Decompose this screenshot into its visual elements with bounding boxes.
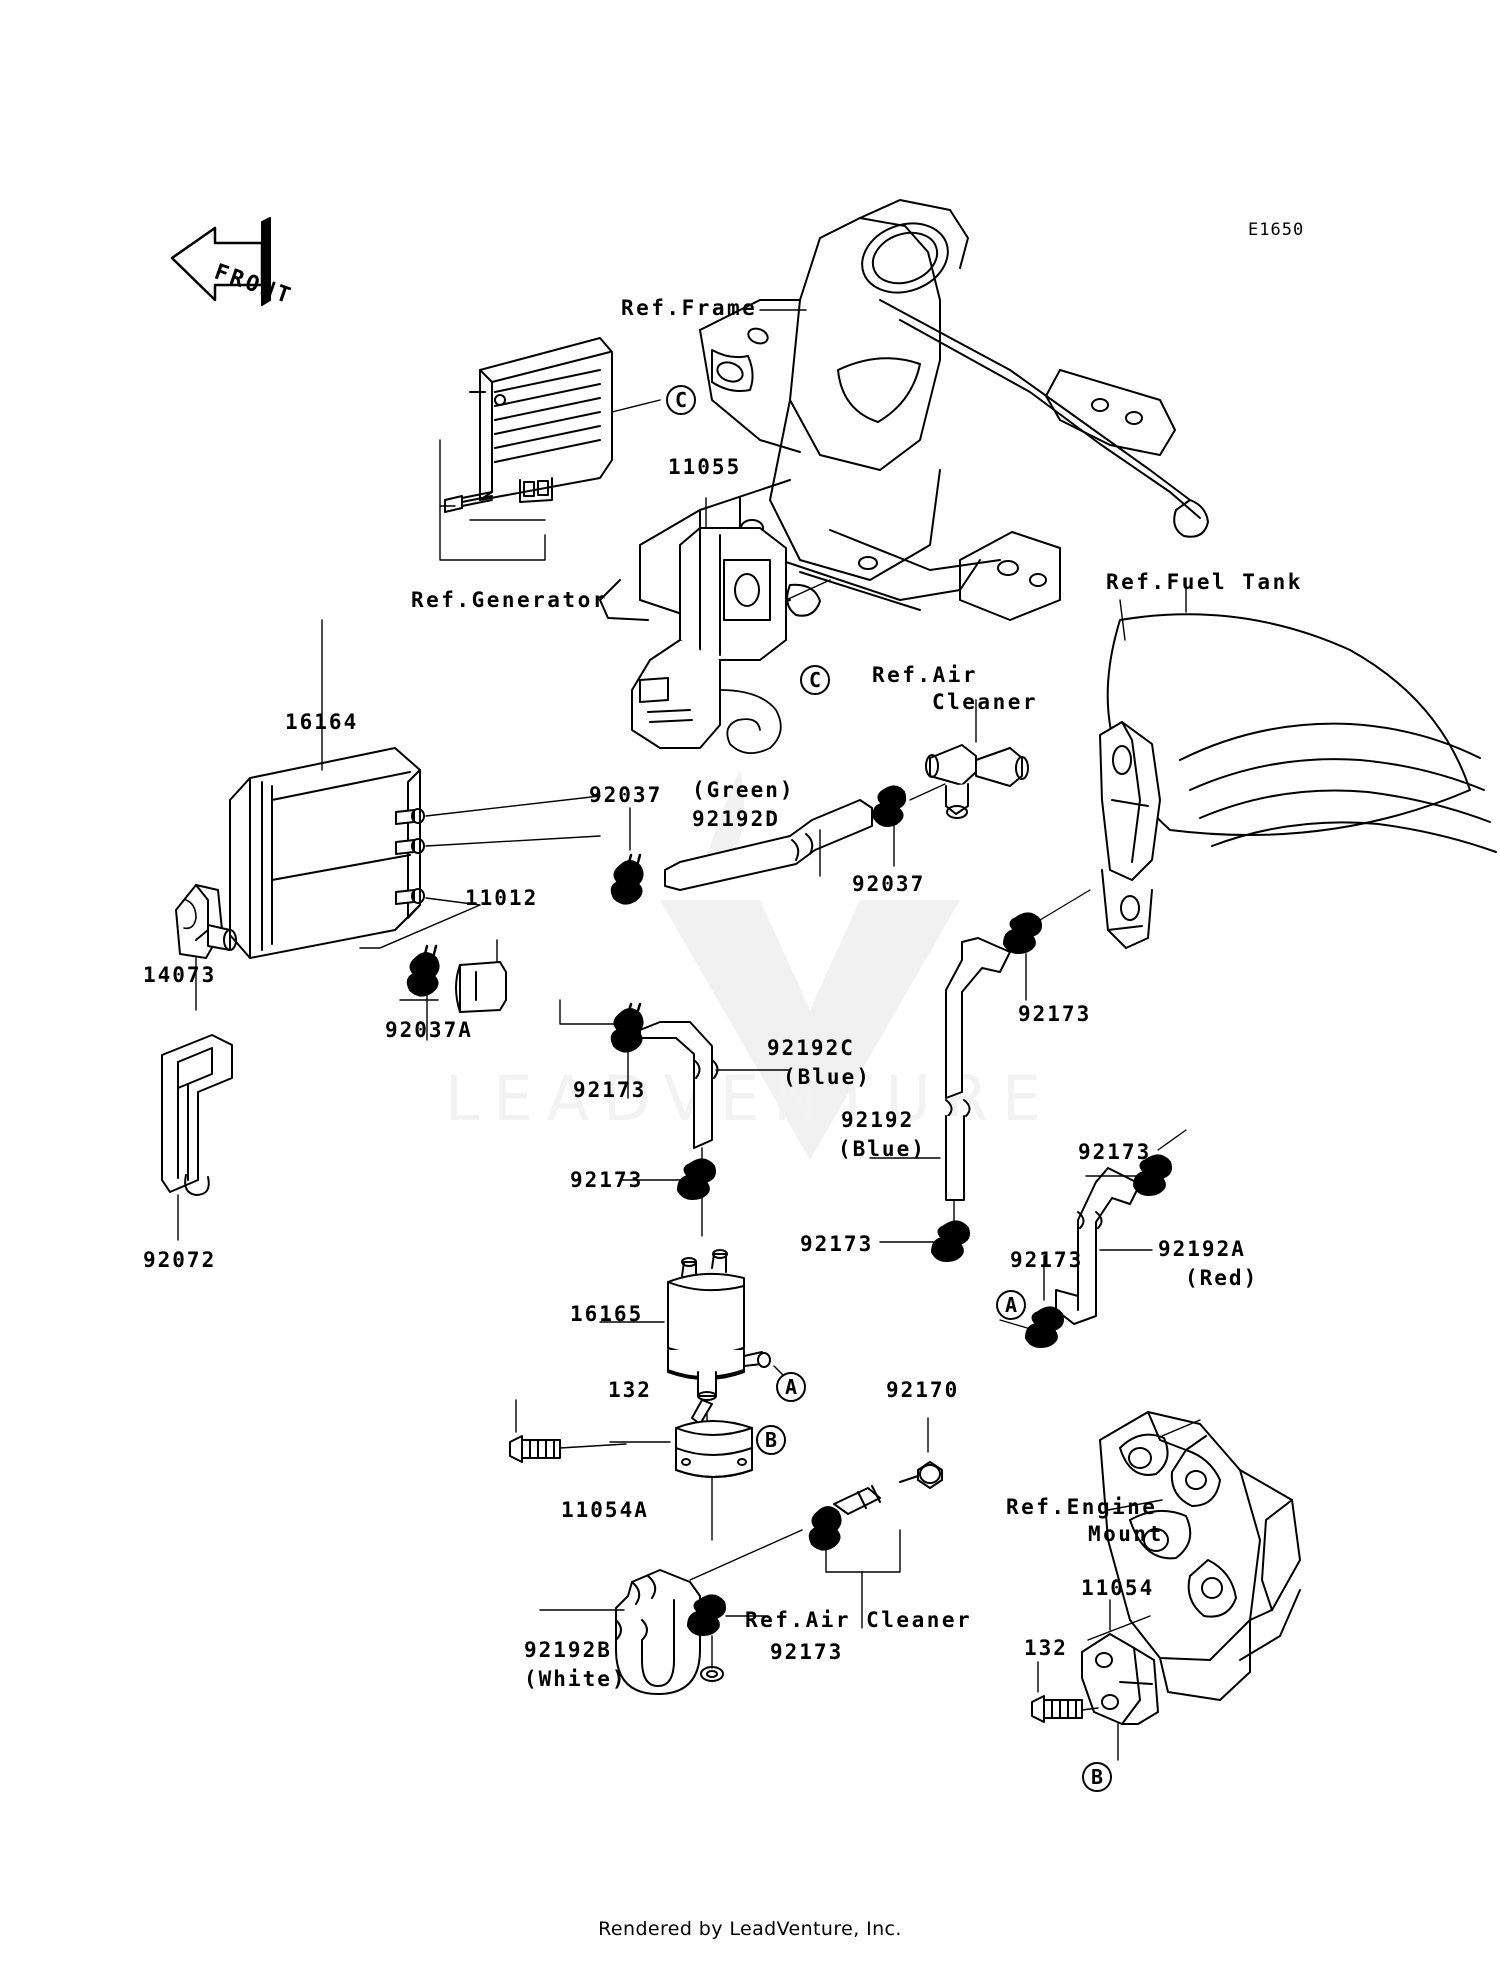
- part-label-92192B-color: (White): [524, 1667, 627, 1691]
- part-label-11054: 11054: [1081, 1576, 1155, 1600]
- part-label-16164: 16164: [285, 710, 359, 734]
- clamp-92173-c-top: [559, 999, 644, 1099]
- fuel-tank-outline: [1106, 599, 1497, 853]
- clamp-92173-blue-top: [1003, 889, 1091, 1001]
- part-label-92192: 92192: [841, 1108, 915, 1132]
- part-label-132-lower: 132: [1024, 1636, 1068, 1660]
- ref-air-cleaner-label-bottom: Ref.Air Cleaner: [745, 1608, 973, 1632]
- band-92072-part: [161, 1034, 233, 1241]
- separator-16165-part: [599, 1249, 791, 1459]
- part-label-92173-2: 92173: [1078, 1140, 1152, 1164]
- part-label-92170: 92170: [886, 1378, 960, 1402]
- part-label-92072: 92072: [143, 1248, 217, 1272]
- callout-b-engine-mount: B: [1082, 1762, 1112, 1792]
- engine-mount-part: [1031, 1411, 1301, 1761]
- clamp-92173-blue-bottom: [879, 1220, 970, 1262]
- callout-a-red-hose: A: [996, 1290, 1026, 1320]
- part-label-92173-4: 92173: [570, 1168, 644, 1192]
- callout-c-bracket: C: [800, 665, 830, 695]
- part-label-92192C-color: (Blue): [783, 1065, 871, 1089]
- ref-fuel-tank-label: Ref.Fuel Tank: [1106, 570, 1303, 594]
- right-sub-bracket-part: [1099, 721, 1161, 949]
- part-label-92192-color: (Blue): [838, 1137, 926, 1161]
- part-label-92037-right: 92037: [852, 872, 926, 896]
- part-label-14073: 14073: [143, 963, 217, 987]
- ref-air-cleaner-label-top-line2: Cleaner: [932, 690, 1039, 714]
- part-label-92192C: 92192C: [767, 1036, 855, 1060]
- part-label-11054A: 11054A: [561, 1498, 649, 1522]
- sheet-code: E1650: [1248, 220, 1305, 240]
- part-label-92173-7: 92173: [770, 1640, 844, 1664]
- ref-generator-label: Ref.Generator: [411, 588, 608, 612]
- cap-11012-part: [399, 939, 507, 1013]
- part-label-92173-1: 92173: [1018, 1002, 1092, 1026]
- part-label-11012: 11012: [465, 886, 539, 910]
- part-label-92192A-color: (Red): [1185, 1266, 1259, 1290]
- regulator-rectifier-part: [439, 337, 661, 561]
- clamp-92173-red-lower: [999, 1255, 1064, 1348]
- ref-air-cleaner-label-top-line1: Ref.Air: [872, 663, 979, 687]
- ref-engine-mount-label-line2: Mount: [1088, 1522, 1164, 1546]
- part-label-92037-left: 92037: [589, 783, 663, 807]
- bolt-132-upper-part: [509, 1399, 627, 1463]
- part-label-92037A: 92037A: [385, 1018, 473, 1042]
- clamp-92037A-part: [406, 944, 440, 1041]
- part-label-92192A: 92192A: [1158, 1237, 1246, 1261]
- hose-92192-part: [869, 937, 1011, 1227]
- reference-leader-lines: [759, 309, 1187, 1511]
- air-cleaner-tee-top-part: [925, 699, 1029, 819]
- ref-frame-label: Ref.Frame: [621, 296, 758, 320]
- fitting-14073-part: [175, 884, 237, 1011]
- part-label-92173-5: 92173: [800, 1232, 874, 1256]
- clamp-ring-11054A-part: [609, 1399, 753, 1541]
- clamp-92173-white: [687, 1594, 769, 1682]
- render-footer: Rendered by LeadVenture, Inc.: [598, 1918, 902, 1940]
- part-label-92192D: 92192D: [692, 807, 780, 831]
- ref-engine-mount-label-line1: Ref.Engine: [1006, 1495, 1158, 1519]
- front-direction-arrow: FRONT: [170, 217, 296, 310]
- clamp-92173-c-bottom: [619, 1158, 716, 1200]
- callout-b-clamp-ring: B: [756, 1425, 786, 1455]
- part-label-92192D-color: (Green): [692, 778, 795, 802]
- part-label-132-upper: 132: [608, 1378, 652, 1402]
- callout-c-generator: C: [666, 385, 696, 415]
- part-label-11055: 11055: [668, 455, 742, 479]
- part-label-16165: 16165: [570, 1302, 644, 1326]
- part-label-92173-3: 92173: [573, 1078, 647, 1102]
- canister-16164-part: [229, 619, 601, 959]
- clamp-92037-left: [610, 807, 644, 905]
- bracket-11055-part: [631, 497, 831, 754]
- part-label-92173-6: 92173: [1010, 1248, 1084, 1272]
- part-label-92192B: 92192B: [524, 1638, 612, 1662]
- band-92170-part: [689, 1417, 943, 1629]
- clamp-92037-right: [872, 783, 946, 867]
- hose-92192B-part: [539, 1569, 701, 1695]
- callout-a-separator: A: [776, 1372, 806, 1402]
- clamp-92173-red-upper: [1085, 1129, 1187, 1196]
